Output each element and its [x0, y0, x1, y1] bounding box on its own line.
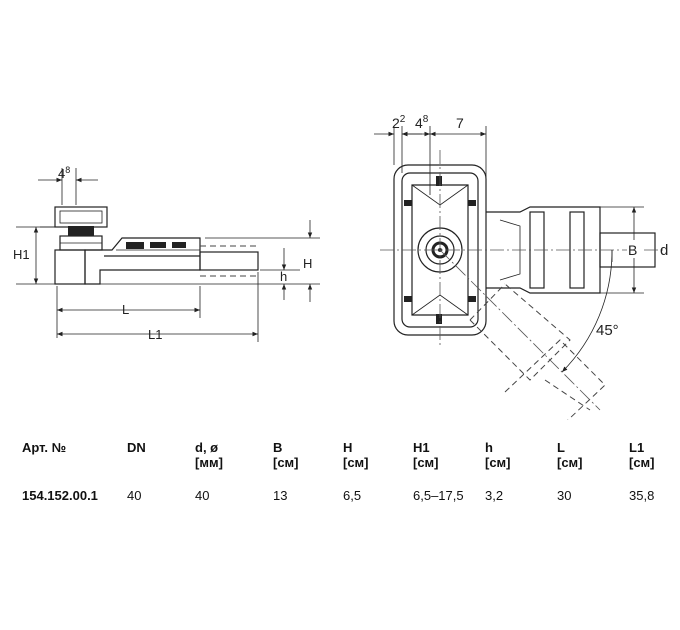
top-dim-a-label: 22 — [392, 114, 406, 131]
table-header-row: Арт. № DN d, ø[мм] B[см] H[см] H1[см] h[… — [22, 440, 672, 470]
cell-H: 6,5 — [343, 488, 362, 503]
cell-article: 154.152.00.1 — [22, 488, 98, 503]
col-header-d: d, ø[мм] — [195, 440, 273, 470]
col-header-dn: DN — [127, 440, 195, 470]
header-line: L — [557, 440, 565, 455]
cell-dn: 40 — [127, 488, 142, 503]
header-line: h — [485, 440, 493, 455]
cell-h: 3,2 — [485, 488, 504, 503]
cell-L: 30 — [557, 488, 572, 503]
header-unit: [см] — [629, 455, 655, 470]
top-dim-c-label: 7 — [456, 115, 464, 131]
col-header-h: h[см] — [485, 440, 557, 470]
cell-L1: 35,8 — [629, 488, 655, 503]
side-dim-top-label: 48 — [58, 165, 70, 181]
header-line: DN — [127, 440, 146, 455]
header-unit: [см] — [413, 455, 439, 470]
col-header-H1: H1[см] — [413, 440, 485, 470]
cell-H1: 6,5–17,5 — [413, 488, 464, 503]
table-row: 154.152.00.1 40 40 13 6,5 6,5–17,5 3,2 3… — [22, 470, 672, 508]
header-unit: [см] — [485, 455, 511, 470]
col-header-L1: L1[см] — [629, 440, 672, 470]
top-dim-d-label: d — [660, 242, 668, 259]
header-line: B — [273, 440, 283, 455]
side-dim-H-label: H — [303, 256, 312, 271]
col-header-H: H[см] — [343, 440, 413, 470]
header-line: H — [343, 440, 353, 455]
header-line: Арт. № — [22, 440, 67, 455]
header-line: d, ø — [195, 440, 219, 455]
top-dim-b-label: 48 — [415, 114, 429, 131]
col-header-B: B[см] — [273, 440, 343, 470]
top-angle-label: 45° — [596, 322, 619, 339]
header-unit: [см] — [343, 455, 369, 470]
technical-drawing: 48 H1 h H L L1 — [13, 114, 668, 420]
side-dim-H1-label: H1 — [13, 247, 30, 262]
cell-d: 40 — [195, 488, 210, 503]
side-dim-h-label: h — [280, 269, 287, 284]
side-view: 48 H1 h H L L1 — [13, 165, 320, 342]
top-dim-B-label: B — [628, 242, 637, 258]
side-dim-L-label: L — [122, 302, 129, 317]
header-line: L1 — [629, 440, 645, 455]
side-dim-L1-label: L1 — [148, 327, 162, 342]
header-unit: [см] — [557, 455, 583, 470]
col-header-L: L[см] — [557, 440, 629, 470]
col-header-article: Арт. № — [22, 440, 127, 470]
cell-B: 13 — [273, 488, 288, 503]
header-unit: [мм] — [195, 455, 223, 470]
header-line: H1 — [413, 440, 430, 455]
header-unit: [см] — [273, 455, 299, 470]
top-view: 22 48 7 B d 45° — [374, 114, 668, 420]
spec-table: Арт. № DN d, ø[мм] B[см] H[см] H1[см] h[… — [22, 440, 672, 508]
